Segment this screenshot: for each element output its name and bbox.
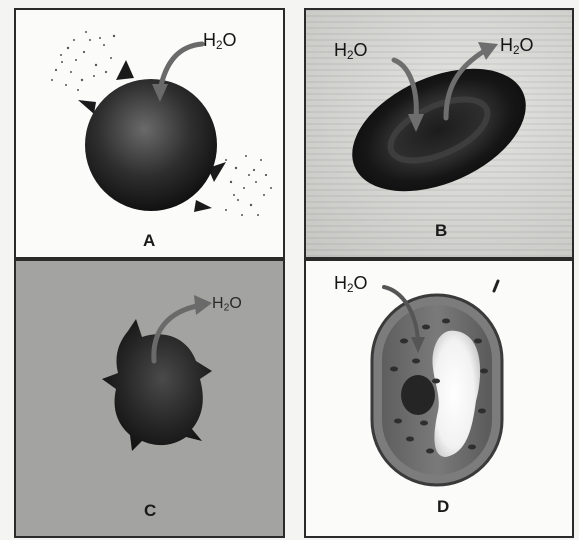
panel-label-d: D xyxy=(437,497,449,517)
water-out-label: H2O xyxy=(500,35,534,57)
panel-c: H2O C xyxy=(14,259,285,538)
panel-a: H2O A xyxy=(14,8,285,259)
panel-b: H2O H2O B xyxy=(304,8,574,259)
shrunken-cell-illustration xyxy=(16,261,285,538)
water-in-label: H2O xyxy=(334,40,368,62)
water-label: H2O xyxy=(203,30,237,52)
water-label: H2O xyxy=(212,295,242,314)
cytoplasm-spray-left xyxy=(51,31,115,91)
swollen-cell xyxy=(85,79,217,211)
burst-cell-illustration xyxy=(16,10,285,259)
panel-label-a: A xyxy=(143,231,155,251)
panel-label-b: B xyxy=(435,221,447,241)
nucleus xyxy=(401,375,435,415)
panel-label-c: C xyxy=(144,501,156,521)
panel-d: H2O D xyxy=(304,259,574,538)
water-label: H2O xyxy=(334,273,368,295)
cytoplasm-spray-right xyxy=(225,155,272,216)
normal-cell xyxy=(333,44,544,216)
